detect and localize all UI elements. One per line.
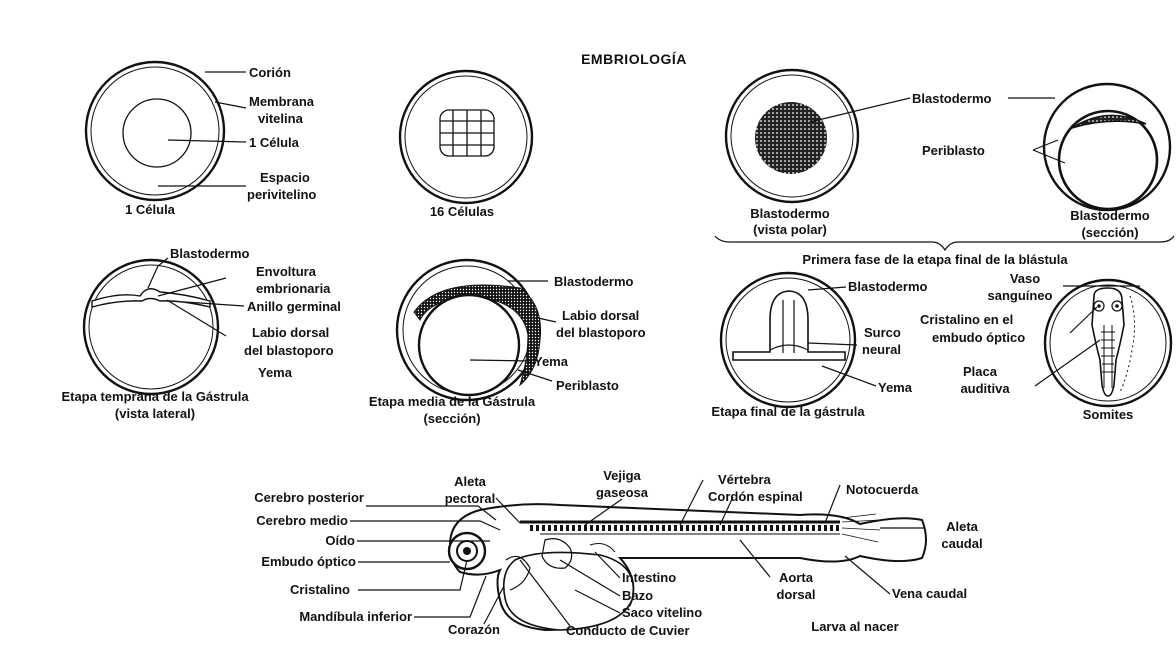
label-yema-g2: Yema bbox=[534, 354, 569, 369]
label-blastodermo-g3: Blastodermo bbox=[848, 279, 928, 294]
label-blastoporo-g2: del blastoporo bbox=[556, 325, 646, 340]
caption-gastrula-temprana-1: Etapa temprana de la Gástrula bbox=[61, 389, 249, 404]
blastula-phase-label: Primera fase de la etapa final de la blá… bbox=[802, 252, 1068, 267]
label-aorta: Aorta bbox=[779, 570, 814, 585]
caption-larva: Larva al nacer bbox=[811, 619, 898, 634]
caption-blastodermo-polar-1: Blastodermo bbox=[750, 206, 830, 221]
label-blastodermo-g1: Blastodermo bbox=[170, 246, 250, 261]
label-periblasto-top: Periblasto bbox=[922, 143, 985, 158]
label-corion: Corión bbox=[249, 65, 291, 80]
label-saco-vitelino: Saco vitelino bbox=[622, 605, 702, 620]
fig-blastoderm-polar: Blastodermo Blastodermo (vista polar) bbox=[726, 70, 1055, 237]
label-neural: neural bbox=[862, 342, 901, 357]
blastoderm-disc bbox=[755, 102, 827, 174]
label-aleta-caudal-1: Aleta bbox=[946, 519, 979, 534]
label-corazon: Corazón bbox=[448, 622, 500, 637]
label-notocuerda: Notocuerda bbox=[846, 482, 919, 497]
label-sanguineo: sanguíneo bbox=[987, 288, 1052, 303]
label-gaseosa: gaseosa bbox=[596, 485, 649, 500]
label-vena-caudal: Vena caudal bbox=[892, 586, 967, 601]
label-placa: Placa bbox=[963, 364, 998, 379]
egg-chorion bbox=[86, 62, 224, 200]
label-envoltura: Envoltura bbox=[256, 264, 317, 279]
fig-one-cell: Corión Membrana vitelina 1 Célula Espaci… bbox=[86, 62, 316, 217]
label-aleta-caudal-2: caudal bbox=[941, 536, 982, 551]
label-embudo-optico-larva: Embudo óptico bbox=[261, 554, 356, 569]
label-embrionaria: embrionaria bbox=[256, 281, 331, 296]
label-cordon-espinal: Cordón espinal bbox=[708, 489, 803, 504]
fig-larva: Cerebro posterior Cerebro medio Oído Emb… bbox=[254, 468, 982, 638]
label-oido: Oído bbox=[325, 533, 355, 548]
fig-16-cells: 16 Células bbox=[400, 71, 532, 219]
label-aleta-pectoral-2: pectoral bbox=[445, 491, 496, 506]
label-cristalino-larva: Cristalino bbox=[290, 582, 350, 597]
label-1-celula-inner: 1 Célula bbox=[249, 135, 300, 150]
label-aleta-pectoral-1: Aleta bbox=[454, 474, 487, 489]
label-cerebro-medio: Cerebro medio bbox=[256, 513, 348, 528]
caption-gastrula-media-2: (sección) bbox=[423, 411, 480, 426]
caption-blastodermo-seccion-2: (sección) bbox=[1081, 225, 1138, 240]
caption-1-celula: 1 Célula bbox=[125, 202, 176, 217]
caption-gastrula-final: Etapa final de la gástrula bbox=[711, 404, 865, 419]
label-surco: Surco bbox=[864, 325, 901, 340]
label-blastodermo-top: Blastodermo bbox=[912, 91, 992, 106]
label-labio-dorsal-g1: Labio dorsal bbox=[252, 325, 329, 340]
label-yema-g3: Yema bbox=[878, 380, 913, 395]
fig-early-gastrula: Blastodermo Envoltura embrionaria Anillo… bbox=[61, 246, 340, 421]
label-vitelina: vitelina bbox=[258, 111, 304, 126]
fig-final-gastrula: Blastodermo Surco neural Yema Etapa fina… bbox=[711, 273, 927, 419]
caption-gastrula-temprana-2: (vista lateral) bbox=[115, 406, 195, 421]
label-auditiva: auditiva bbox=[960, 381, 1010, 396]
cell-grid bbox=[440, 110, 494, 156]
label-dorsal: dorsal bbox=[776, 587, 815, 602]
caption-blastodermo-polar-2: (vista polar) bbox=[753, 222, 827, 237]
caption-gastrula-media-1: Etapa media de la Gástrula bbox=[369, 394, 536, 409]
label-membrana: Membrana bbox=[249, 94, 315, 109]
caption-blastodermo-seccion-1: Blastodermo bbox=[1070, 208, 1150, 223]
label-espacio: Espacio bbox=[260, 170, 310, 185]
caption-somites: Somites bbox=[1083, 407, 1134, 422]
label-conducto-cuvier: Conducto de Cuvier bbox=[566, 623, 690, 638]
label-bazo: Bazo bbox=[622, 588, 653, 603]
fig-mid-gastrula: Blastodermo Labio dorsal del blastoporo … bbox=[369, 260, 646, 426]
label-labio-dorsal-g2: Labio dorsal bbox=[562, 308, 639, 323]
label-embudo-optico: embudo óptico bbox=[932, 330, 1025, 345]
label-blastoporo-g1: del blastoporo bbox=[244, 343, 334, 358]
label-vejiga: Vejiga bbox=[603, 468, 641, 483]
label-mandibula: Mandíbula inferior bbox=[299, 609, 412, 624]
label-blastodermo-g2: Blastodermo bbox=[554, 274, 634, 289]
label-anillo-germinal: Anillo germinal bbox=[247, 299, 341, 314]
label-vaso: Vaso bbox=[1010, 271, 1040, 286]
label-yema-g1: Yema bbox=[258, 365, 293, 380]
fig-blastoderm-section: Periblasto Blastodermo (sección) bbox=[922, 84, 1170, 240]
label-intestino: Intestino bbox=[622, 570, 676, 585]
diagram-title: EMBRIOLOGÍA bbox=[581, 51, 687, 67]
fig-somites: Vaso sanguíneo Cristalino en el embudo ó… bbox=[920, 271, 1171, 422]
label-periblasto-g2: Periblasto bbox=[556, 378, 619, 393]
label-perivitelino: perivitelino bbox=[247, 187, 316, 202]
label-cerebro-posterior: Cerebro posterior bbox=[254, 490, 364, 505]
caption-16-celulas: 16 Células bbox=[430, 204, 494, 219]
label-vertebra: Vértebra bbox=[718, 472, 772, 487]
label-cristalino-embudo: Cristalino en el bbox=[920, 312, 1013, 327]
